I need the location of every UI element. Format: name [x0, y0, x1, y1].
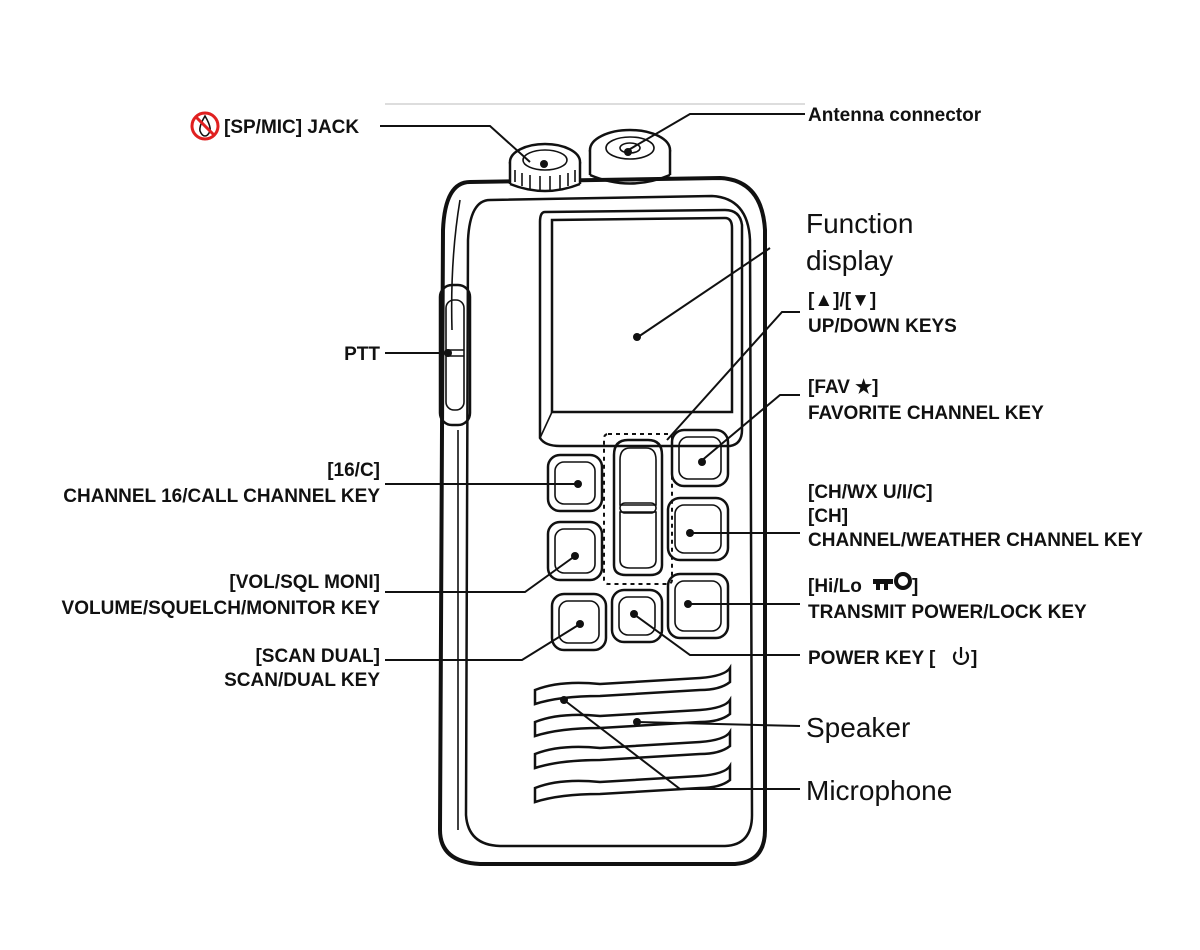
ch16-label-2: CHANNEL 16/CALL CHANNEL KEY: [63, 486, 380, 507]
up-down-keys[interactable]: [612, 438, 664, 577]
no-water-icon: [190, 111, 220, 141]
antenna-connector-label: Antenna connector: [808, 105, 982, 126]
power-key-label: POWER KEY [: [808, 648, 936, 669]
up-down-label-2: UP/DOWN KEYS: [808, 316, 957, 337]
sp-mic-jack-knob: [508, 142, 582, 193]
function-display-label-1: Function: [806, 208, 913, 239]
scan-label-2: SCAN/DUAL KEY: [224, 670, 380, 691]
vol-label-1: [VOL/SQL MONI]: [229, 572, 380, 593]
key-scan-dual[interactable]: [550, 592, 608, 652]
chwx-label-2: [CH]: [808, 506, 848, 527]
key-power[interactable]: [610, 588, 664, 644]
key-vol-sql[interactable]: [546, 520, 604, 582]
antenna-connector: [588, 128, 672, 185]
speaker-grille: [533, 663, 732, 804]
microphone-label: Microphone: [806, 775, 952, 806]
power-icon: [952, 647, 970, 665]
sp-mic-jack-label: [SP/MIC] JACK: [224, 117, 359, 138]
key-hilo[interactable]: [666, 572, 730, 640]
ch16-label-1: [16/C]: [327, 460, 380, 481]
vol-label-2: VOLUME/SQUELCH/MONITOR KEY: [62, 598, 381, 619]
key-ch-wx[interactable]: [666, 496, 730, 562]
power-key-label-end: ]: [971, 648, 977, 669]
key-fav[interactable]: [670, 428, 730, 488]
leader-dots: [444, 148, 706, 726]
hilo-label-1-end: ]: [912, 576, 918, 597]
chwx-label-3: CHANNEL/WEATHER CHANNEL KEY: [808, 530, 1143, 551]
scan-label-1: [SCAN DUAL]: [255, 646, 380, 667]
key-icon: [873, 572, 912, 590]
speaker-label: Speaker: [806, 712, 910, 743]
function-display-label-2: display: [806, 245, 893, 276]
up-down-label-1: [▲]/[▼]: [808, 290, 876, 311]
fav-label-1: [FAV ★]: [808, 377, 879, 398]
ptt-label: PTT: [344, 344, 380, 365]
fav-label-2: FAVORITE CHANNEL KEY: [808, 403, 1044, 424]
hilo-label-1: [Hi/Lo: [808, 576, 862, 597]
hilo-label-2: TRANSMIT POWER/LOCK KEY: [808, 602, 1087, 623]
leader-lines: [380, 113, 805, 790]
chwx-label-1: [CH/WX U/I/C]: [808, 482, 933, 503]
